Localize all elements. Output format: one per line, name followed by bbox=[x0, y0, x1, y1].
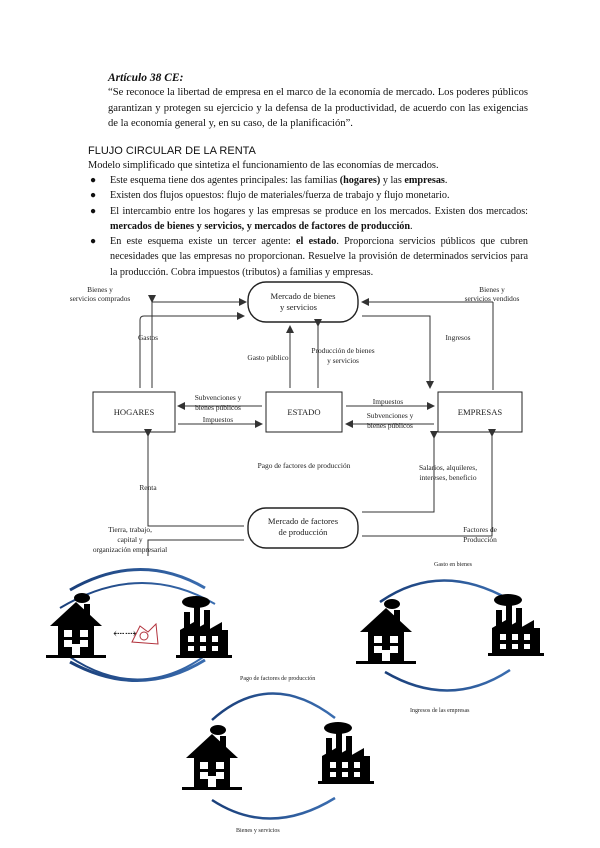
factory-icon bbox=[176, 596, 232, 658]
bullet-item: ●Este esquema tiene dos agentes principa… bbox=[88, 173, 528, 188]
state-label: ESTADO bbox=[287, 407, 320, 417]
arrows-left-icon: ⇠⇢ bbox=[113, 627, 137, 642]
subsidies-firms-1: Subvenciones y bbox=[367, 411, 414, 420]
bullet-dot-icon: ● bbox=[90, 236, 97, 248]
production-factors-label-2: Producción bbox=[463, 535, 497, 544]
state-node bbox=[265, 391, 343, 433]
goods-sold-label-2: servicios vendidos bbox=[465, 294, 520, 303]
goods-market-label-2: y servicios bbox=[280, 302, 318, 312]
house-icon bbox=[46, 593, 106, 658]
right-flow-illustration: Gasto en bienes Ingresos de las empresas bbox=[356, 562, 544, 714]
factor-market-node bbox=[247, 507, 359, 549]
bullet-item: ●El intercambio entre los hogares y las … bbox=[90, 205, 528, 232]
top-right-small-label: Gasto en bienes bbox=[434, 562, 473, 568]
gasto-publico-label: Gasto público bbox=[247, 353, 289, 362]
firms-node bbox=[437, 391, 523, 433]
bullet-item: ●Existen dos flujos opuestos: flujo de m… bbox=[88, 188, 528, 203]
factory-icon bbox=[488, 594, 544, 656]
gastos-label: Gastos bbox=[138, 333, 158, 342]
taxes-households-label: Impuestos bbox=[203, 415, 234, 424]
bottom-bottom-small-label: Bienes y servicios bbox=[236, 828, 280, 834]
subsidies-firms-2: bienes públicos bbox=[367, 421, 413, 430]
factors-list-label-2: capital y bbox=[117, 535, 143, 544]
households-node bbox=[92, 391, 176, 433]
goods-bought-label-1: Bienes y bbox=[87, 285, 113, 294]
taxes-firms-label: Impuestos bbox=[373, 397, 404, 406]
salaries-label-1: Salarios, alquileres, bbox=[419, 463, 477, 472]
article-quote: “Se reconoce la libertad de empresa en e… bbox=[108, 87, 528, 129]
factors-list-label-3: organización empresarial bbox=[93, 545, 167, 554]
factory-icon bbox=[318, 722, 374, 784]
section-title: FLUJO CIRCULAR DE LA RENTA bbox=[88, 145, 256, 157]
illustrations: ⇠⇢ Gasto en bienes Ingresos de las empre… bbox=[46, 562, 544, 834]
subsidies-households-1: Subvenciones y bbox=[195, 393, 242, 402]
factor-payment-label: Pago de factores de producción bbox=[258, 461, 351, 470]
subsidies-households-2: bienes públicos bbox=[195, 403, 241, 412]
section-intro: Modelo simplificado que sintetiza el fun… bbox=[88, 160, 439, 171]
bullet-dot-icon: ● bbox=[90, 205, 97, 217]
goods-market-label-1: Mercado de bienes bbox=[271, 291, 337, 301]
bottom-right-small-label: Ingresos de las empresas bbox=[410, 708, 470, 714]
goods-market-node bbox=[247, 281, 359, 323]
circular-flow-diagram: Mercado de bienes y servicios Mercado de… bbox=[70, 281, 523, 556]
production-factors-label-1: Factores de bbox=[463, 525, 498, 534]
factors-list-label-1: Tierra, trabajo, bbox=[108, 525, 152, 534]
bullet-dot-icon: ● bbox=[90, 190, 97, 202]
bottom-top-small-label: Pago de factores de producción bbox=[240, 675, 315, 682]
money-hand-icon bbox=[131, 622, 159, 645]
goods-bought-label-2: servicios comprados bbox=[70, 294, 131, 303]
bottom-flow-illustration: Pago de factores de producción Bienes y … bbox=[182, 675, 374, 834]
house-icon bbox=[356, 599, 416, 664]
goods-sold-label-1: Bienes y bbox=[479, 285, 505, 294]
factor-market-label-1: Mercado de factores bbox=[268, 516, 339, 526]
house-icon bbox=[182, 725, 242, 790]
production-label-1: Producción de bienes bbox=[311, 346, 374, 355]
firms-label: EMPRESAS bbox=[458, 407, 503, 417]
households-label: HOGARES bbox=[114, 407, 155, 417]
bullet-item: ●En este esquema existe un tercer agente… bbox=[90, 236, 528, 278]
article-title: Artículo 38 CE: bbox=[108, 72, 184, 84]
renta-label: Renta bbox=[139, 483, 157, 492]
bullet-dot-icon: ● bbox=[90, 175, 97, 186]
left-flow-illustration: ⇠⇢ bbox=[46, 568, 232, 682]
bullet-list: ●Este esquema tiene dos agentes principa… bbox=[88, 173, 528, 280]
production-label-2: y servicios bbox=[327, 356, 359, 365]
salaries-label-2: intereses, beneficio bbox=[419, 473, 476, 482]
ingresos-label: Ingresos bbox=[445, 333, 470, 342]
factor-market-label-2: de producción bbox=[279, 527, 329, 537]
